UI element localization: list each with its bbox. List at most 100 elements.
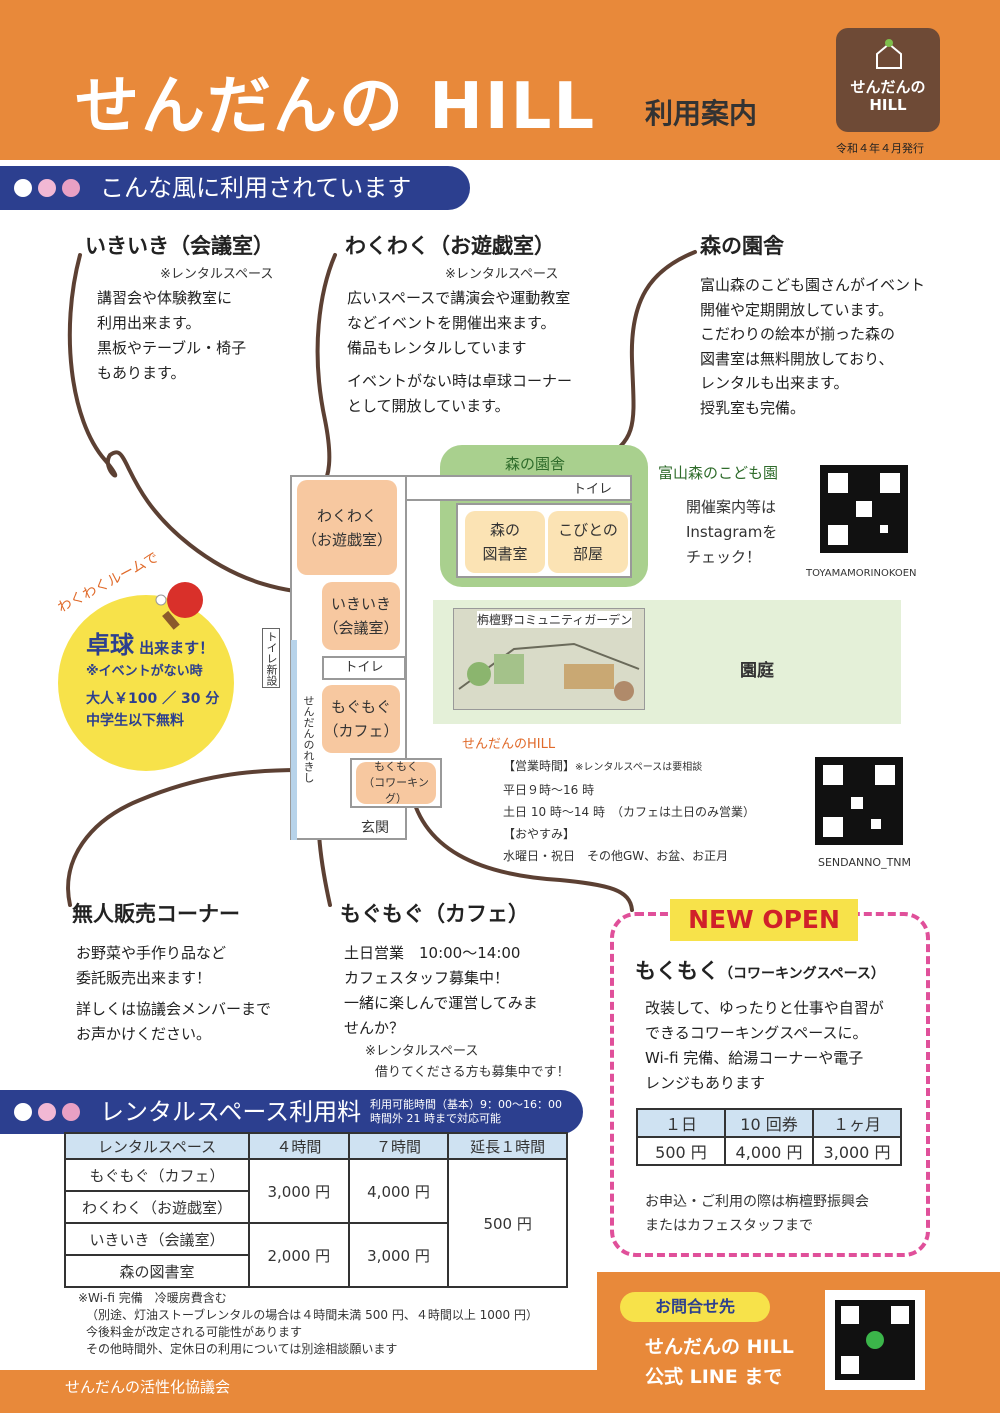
mokumoku-line: 改装して、ゆったりと仕事や自習が [645,999,884,1017]
mogumogu-line: カフェスタッフ募集中！ [344,969,510,987]
wakuwaku-line: などイベントを開催出来ます。 [347,314,556,332]
rental-room: 森の図書室 [64,1254,250,1288]
pingpong-circle [58,595,234,771]
mokumoku-apply: お申込・ご利用の際は栴檀野振興会 またはカフェスタッフまで [645,1190,869,1238]
rental-price-extension: 500 円 [447,1158,568,1288]
rental-price: 3,000 円 [248,1158,350,1224]
rental-header: 延長１時間 [447,1132,568,1160]
map-ikiiki-line: いきいき [330,595,391,613]
rental-note: 今後料金が改定される可能性があります [86,1325,303,1339]
ikiiki-line: もあります。 [97,364,186,382]
hours-cafe-note: （カフェは土日のみ営業） [617,805,756,819]
mokumoku-heading: もくもく（コワーキングスペース） [629,955,891,988]
hours-block: 【営業時間】※レンタルスペースは要相談 平日９時～16 時 土日 10 時～14… [503,755,755,867]
rental-note: その他時間外、定休日の利用については別途相談願います [86,1342,398,1356]
mogumogu-heading: もぐもぐ（カフェ） [334,898,581,931]
price-cell: 4,000 円 [724,1136,814,1166]
kodomoen-line: Instagramを [686,523,778,541]
price-header: １日 [636,1108,726,1138]
price-cell: 500 円 [636,1136,726,1166]
mujin-line: お声かけください。 [76,1025,212,1043]
hours-name: せんだんのHILL [462,737,556,752]
mogumogu-line: せんか？ [344,1019,405,1037]
kodomoen-title: 富山森のこども園 [658,464,779,482]
map-ikiiki: いきいき （会議室） [322,582,400,650]
map-library-line: 森の [489,521,520,539]
mokumoku-heading-sub: （コワーキングスペース） [719,966,885,982]
rental-banner-dots [14,1103,80,1121]
rental-banner: レンタルスペース利用料 [0,1090,583,1134]
map-ikiiki-line: （会議室） [323,619,399,637]
map-mogumogu-line: もぐもぐ [330,698,391,716]
map-wakuwaku-line: わくわく [316,506,377,525]
mokumoku-heading-text: もくもく [635,959,719,983]
rental-header: ４時間 [248,1132,350,1160]
rental-hours-note1: 利用可能時間（基本）9：00～16：00 [370,1098,562,1111]
ikiiki-line: 黒板やテーブル・椅子 [97,339,247,357]
instagram-qr-code[interactable] [820,465,908,553]
map-library: 森の図書室 [465,511,545,573]
rental-hours-note2: 時間外 21 時まで対応可能 [370,1112,501,1125]
wakuwaku-note: ※レンタルスペース [445,267,559,282]
mogumogu-heading-text: もぐもぐ（カフェ） [340,902,529,926]
map-mogumogu-line: （カフェ） [323,722,399,740]
mori-line: 授乳室も完備。 [700,398,806,417]
hours-holiday-head: 【おやすみ】 [503,827,576,841]
usage-banner-label: こんな風に利用されています [100,174,412,202]
pingpong-note: ※イベントがない時 [86,664,203,679]
hours-head-note: ※レンタルスペースは要相談 [575,762,703,773]
price-header: １ヶ月 [812,1108,902,1138]
line-qr-code[interactable] [835,1300,915,1380]
banner-dots [14,179,80,197]
ikiiki-line: 講習会や体験教室に [97,289,233,307]
logo-line1: せんだんの [850,78,926,96]
wakuwaku-line: として開放しています。 [347,397,510,415]
pingpong-title-main: 卓球 [86,631,134,659]
wakuwaku-line: 備品もレンタルしています [347,339,527,357]
ikiiki-heading-text: いきいき（会議室） [85,234,274,258]
rental-room: もぐもぐ（カフェ） [64,1158,250,1192]
rental-banner-label: レンタルスペース利用料 [100,1098,362,1126]
map-new-toilet: トイレ新設 [262,628,280,688]
contact-body: せんだんの HILL 公式 LINE まで [645,1332,794,1392]
mogumogu-line: 一緒に楽しんで運営してみま [344,994,538,1012]
instagram-qr-label: TOYAMAMORINOKOEN [806,568,917,579]
rental-price: 2,000 円 [248,1222,350,1288]
mogumogu-note2: 借りてくださる方も募集中です！ [375,1065,570,1080]
price-header: 10 回券 [724,1108,814,1138]
ikiiki-heading: いきいき（会議室） [79,230,280,263]
garden-label: 園庭 [740,661,774,681]
wakuwaku-heading: わくわく（お遊戯室） [339,230,623,263]
house-icon [876,39,902,69]
map-kobito-room: こびとの部屋 [548,511,628,573]
map-mokumoku: もくもく（コワーキング） [356,760,436,805]
contact-label: お問合せ先 [620,1292,770,1322]
mori-line: 開催や定期開放しています。 [700,300,894,319]
hours-head: 【営業時間】 [503,759,576,773]
wakuwaku-heading-text: わくわく（お遊戯室） [345,234,555,258]
rental-room: いきいき（会議室） [64,1222,250,1256]
mokumoku-price-table: １日 10 回券 １ヶ月 500 円 4,000 円 3,000 円 [636,1108,902,1166]
map-walkway-strip [291,640,297,840]
ikiiki-section: いきいき（会議室） ※レンタルスペース 講習会や体験教室に 利用出来ます。 黒板… [79,230,280,386]
kodomoen-line: チェック！ [686,548,762,566]
mogumogu-body: 土日営業 10:00～14:00 カフェスタッフ募集中！ 一緒に楽しんで運営して… [344,941,575,1041]
mokumoku-line: できるコワーキングスペースに。 [645,1024,868,1042]
rental-price-table: レンタルスペース ４時間 ７時間 延長１時間 もぐもぐ（カフェ） 3,000 円… [64,1132,568,1288]
mujin-heading: 無人販売コーナー [66,898,286,931]
mokumoku-line: レンジもあります [645,1074,766,1092]
wakuwaku-section: わくわく（お遊戯室） ※レンタルスペース 広いスペースで講演会や運動教室 などイ… [339,230,623,419]
mori-line: こだわりの絵本が揃った森の [700,325,896,343]
map-kobito-line: こびとの [558,521,618,539]
wakuwaku-line: 広いスペースで講演会や運動教室 [347,289,571,307]
map-mokumoku-line: （コワーキング） [363,776,429,805]
mujin-heading-text: 無人販売コーナー [72,902,240,926]
map-corridor [405,475,632,501]
map-toilet: トイレ [322,656,406,680]
rental-price: 3,000 円 [347,1222,450,1288]
hours-weekend-row: 土日 10 時～14 時 （カフェは土日のみ営業） [503,801,755,823]
hours-head-row: 【営業時間】※レンタルスペースは要相談 [503,755,755,779]
hill-qr-code[interactable] [815,757,903,845]
mori-line: 図書室は無料開放しており、 [700,349,894,368]
pingpong-title: 卓球 出来ます！ [86,625,214,660]
